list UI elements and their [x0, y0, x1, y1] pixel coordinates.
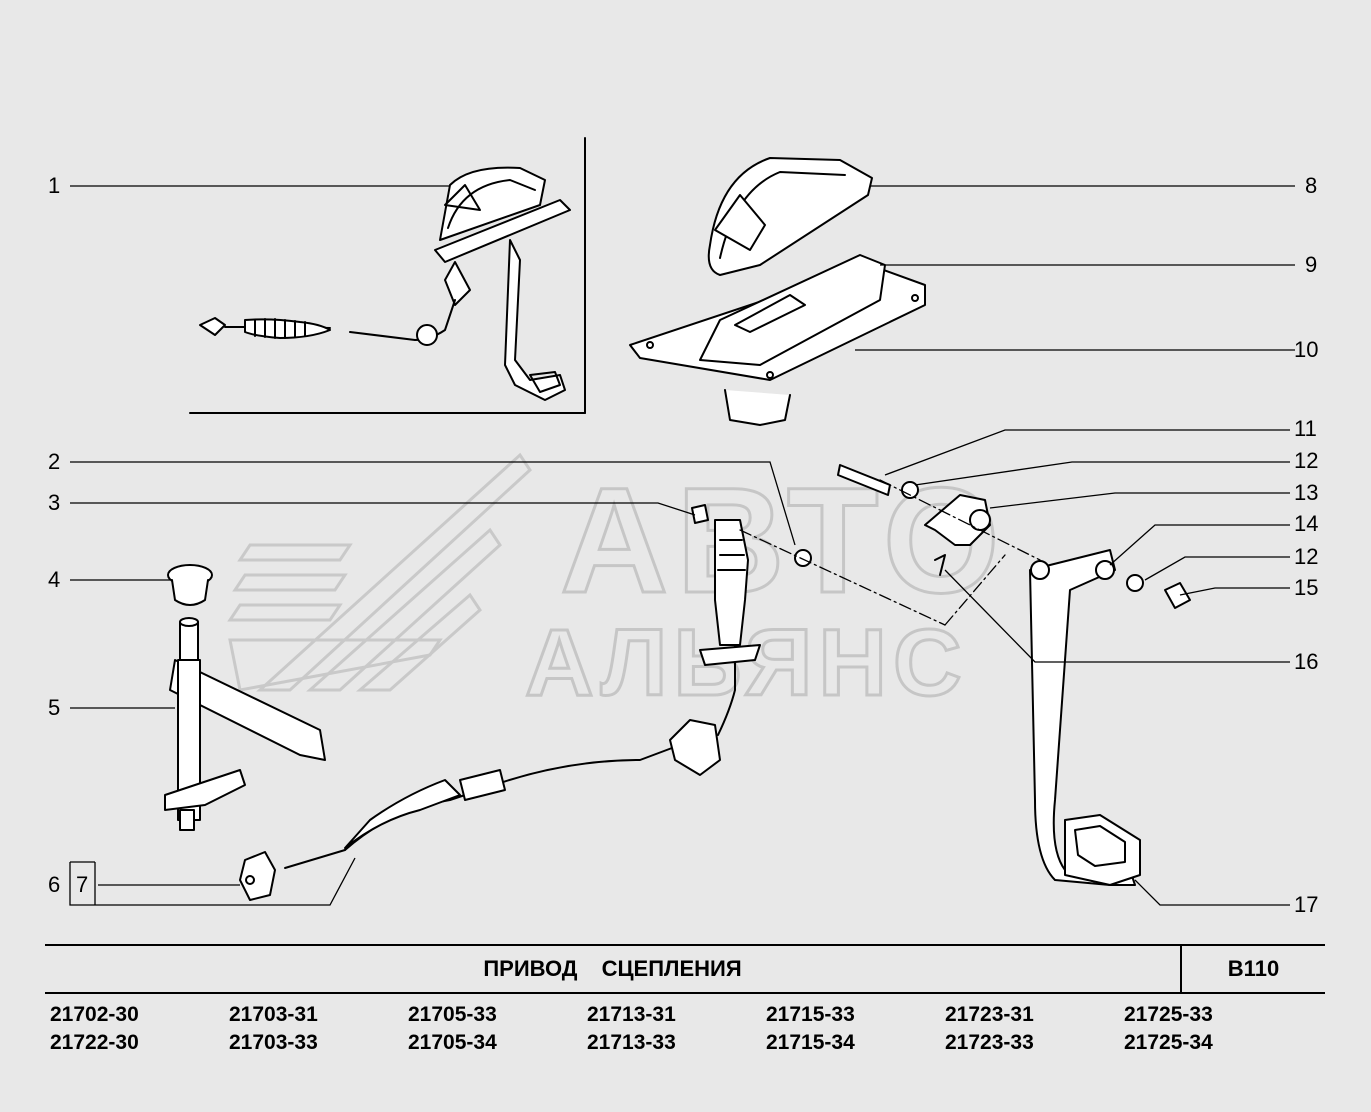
- leader-lines: [69, 185, 1295, 906]
- model-number: 21725-33: [1124, 1003, 1213, 1026]
- callout-12-lower: 12: [1294, 544, 1319, 569]
- inset-pedal-assembly: [199, 166, 571, 401]
- callout-7: 7: [76, 872, 89, 897]
- watermark-logo-icon: [227, 452, 532, 692]
- callout-14: 14: [1294, 511, 1319, 536]
- model-number: 21725-34: [1124, 1031, 1213, 1054]
- callout-3: 3: [48, 490, 61, 515]
- callout-15: 15: [1294, 575, 1319, 600]
- part-4-plug: [167, 564, 213, 606]
- model-number: 21713-33: [587, 1031, 676, 1054]
- diagram-code: B110: [1227, 956, 1280, 981]
- model-number: 21703-33: [229, 1031, 318, 1054]
- callout-2: 2: [48, 449, 61, 474]
- model-number: 21703-31: [229, 1003, 318, 1026]
- part-7-nut: [239, 851, 276, 901]
- callout-5: 5: [48, 695, 61, 720]
- model-number: 21723-33: [945, 1031, 1034, 1054]
- model-number: 21722-30: [50, 1031, 139, 1054]
- callout-4: 4: [48, 567, 61, 592]
- model-number: 21702-30: [50, 1003, 139, 1026]
- callout-12-upper: 12: [1294, 448, 1319, 473]
- model-number: 21705-34: [408, 1031, 497, 1054]
- model-number: 21715-34: [766, 1031, 855, 1054]
- title-divider: [1180, 946, 1182, 992]
- watermark-line2: АЛЬЯНС: [525, 610, 968, 716]
- watermark: АВТО АЛЬЯНС: [227, 452, 1001, 718]
- callout-11: 11: [1294, 416, 1317, 441]
- callout-10: 10: [1294, 337, 1319, 362]
- model-number: 21705-33: [408, 1003, 497, 1026]
- callout-6: 6: [48, 872, 61, 897]
- model-number: 21723-31: [945, 1003, 1034, 1026]
- model-number: 21713-31: [587, 1003, 676, 1026]
- callout-9: 9: [1305, 252, 1318, 277]
- callout-13: 13: [1294, 480, 1319, 505]
- title-bar: ПРИВОД СЦЕПЛЕНИЯ B110: [45, 944, 1325, 994]
- callout-1: 1: [48, 173, 61, 198]
- part-5-fork-shaft: [164, 617, 326, 831]
- inset-frame: [189, 137, 586, 414]
- pedal-boot-and-bracket: [629, 157, 926, 426]
- assembly-axes: [739, 479, 1041, 626]
- callout-8: 8: [1305, 173, 1318, 198]
- model-number: 21715-33: [766, 1003, 855, 1026]
- part-6-clutch-cable: [284, 519, 761, 869]
- clutch-pedal: [691, 464, 1191, 886]
- callout-16: 16: [1294, 649, 1319, 674]
- callout-17: 17: [1294, 892, 1319, 917]
- diagram-title: ПРИВОД СЦЕПЛЕНИЯ: [483, 956, 742, 981]
